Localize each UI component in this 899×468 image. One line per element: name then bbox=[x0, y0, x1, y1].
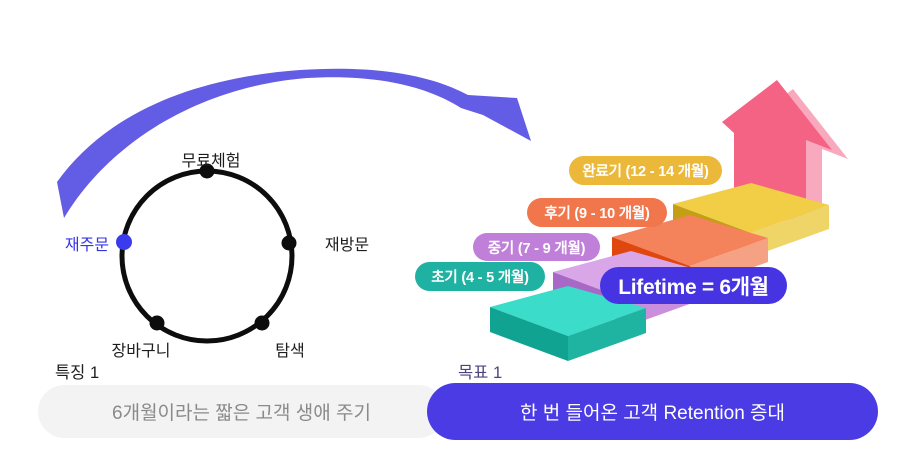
stage-pill-late: 후기 (9 - 10 개월) bbox=[527, 198, 667, 227]
cycle-node-label-reorder: 재주문 bbox=[64, 237, 110, 254]
cycle-node-label-free-trial: 무료체험 bbox=[181, 153, 241, 170]
stage-pill-early: 초기 (4 - 5 개월) bbox=[415, 262, 545, 291]
node-dot-revisit bbox=[281, 235, 297, 251]
node-dot-free-trial bbox=[199, 163, 215, 179]
feature-banner: 6개월이라는 짧은 고객 생애 주기 bbox=[38, 385, 445, 438]
node-dot-reorder bbox=[116, 234, 132, 250]
goal-heading: 목표 1 bbox=[458, 364, 503, 382]
curved-arrow-icon bbox=[57, 68, 531, 219]
goal-banner: 한 번 들어온 고객 Retention 증대 bbox=[427, 383, 878, 440]
cycle-node-label-explore: 탐색 bbox=[275, 343, 305, 360]
stage-pill-middle: 중기 (7 - 9 개월) bbox=[473, 233, 600, 261]
stage-pill-complete: 완료기 (12 - 14 개월) bbox=[569, 156, 722, 185]
node-dot-explore bbox=[254, 315, 270, 331]
lifetime-badge: Lifetime = 6개월 bbox=[600, 267, 787, 304]
cycle-node-label-revisit: 재방문 bbox=[324, 237, 370, 254]
lifecycle-circle bbox=[116, 163, 297, 344]
node-dot-cart bbox=[149, 315, 165, 331]
feature-heading: 특징 1 bbox=[55, 364, 100, 382]
cycle-node-label-cart: 장바구니 bbox=[111, 343, 171, 360]
